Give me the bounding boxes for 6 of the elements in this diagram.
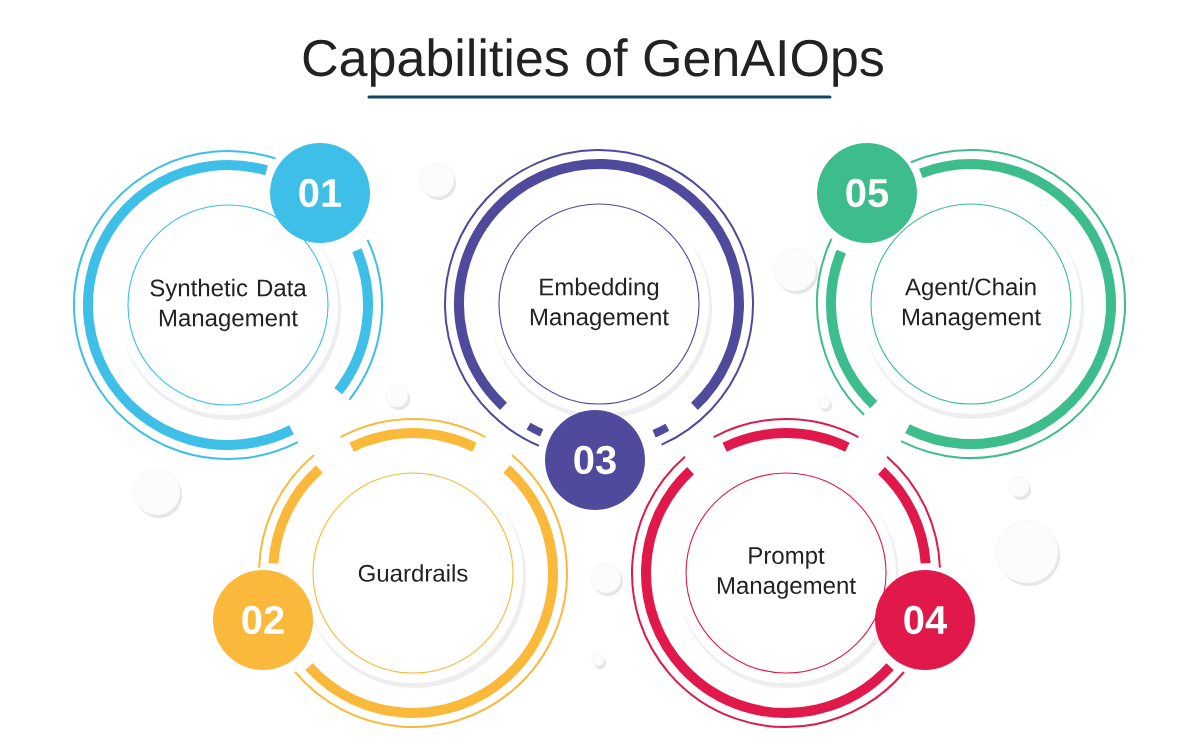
- number-disc: 03: [545, 410, 645, 510]
- number-disc: 04: [875, 570, 975, 670]
- number-disc: 02: [213, 570, 313, 670]
- title: Capabilities of GenAIOps: [303, 38, 883, 87]
- number-disc: 01: [270, 143, 370, 243]
- number-disc: 05: [817, 143, 917, 243]
